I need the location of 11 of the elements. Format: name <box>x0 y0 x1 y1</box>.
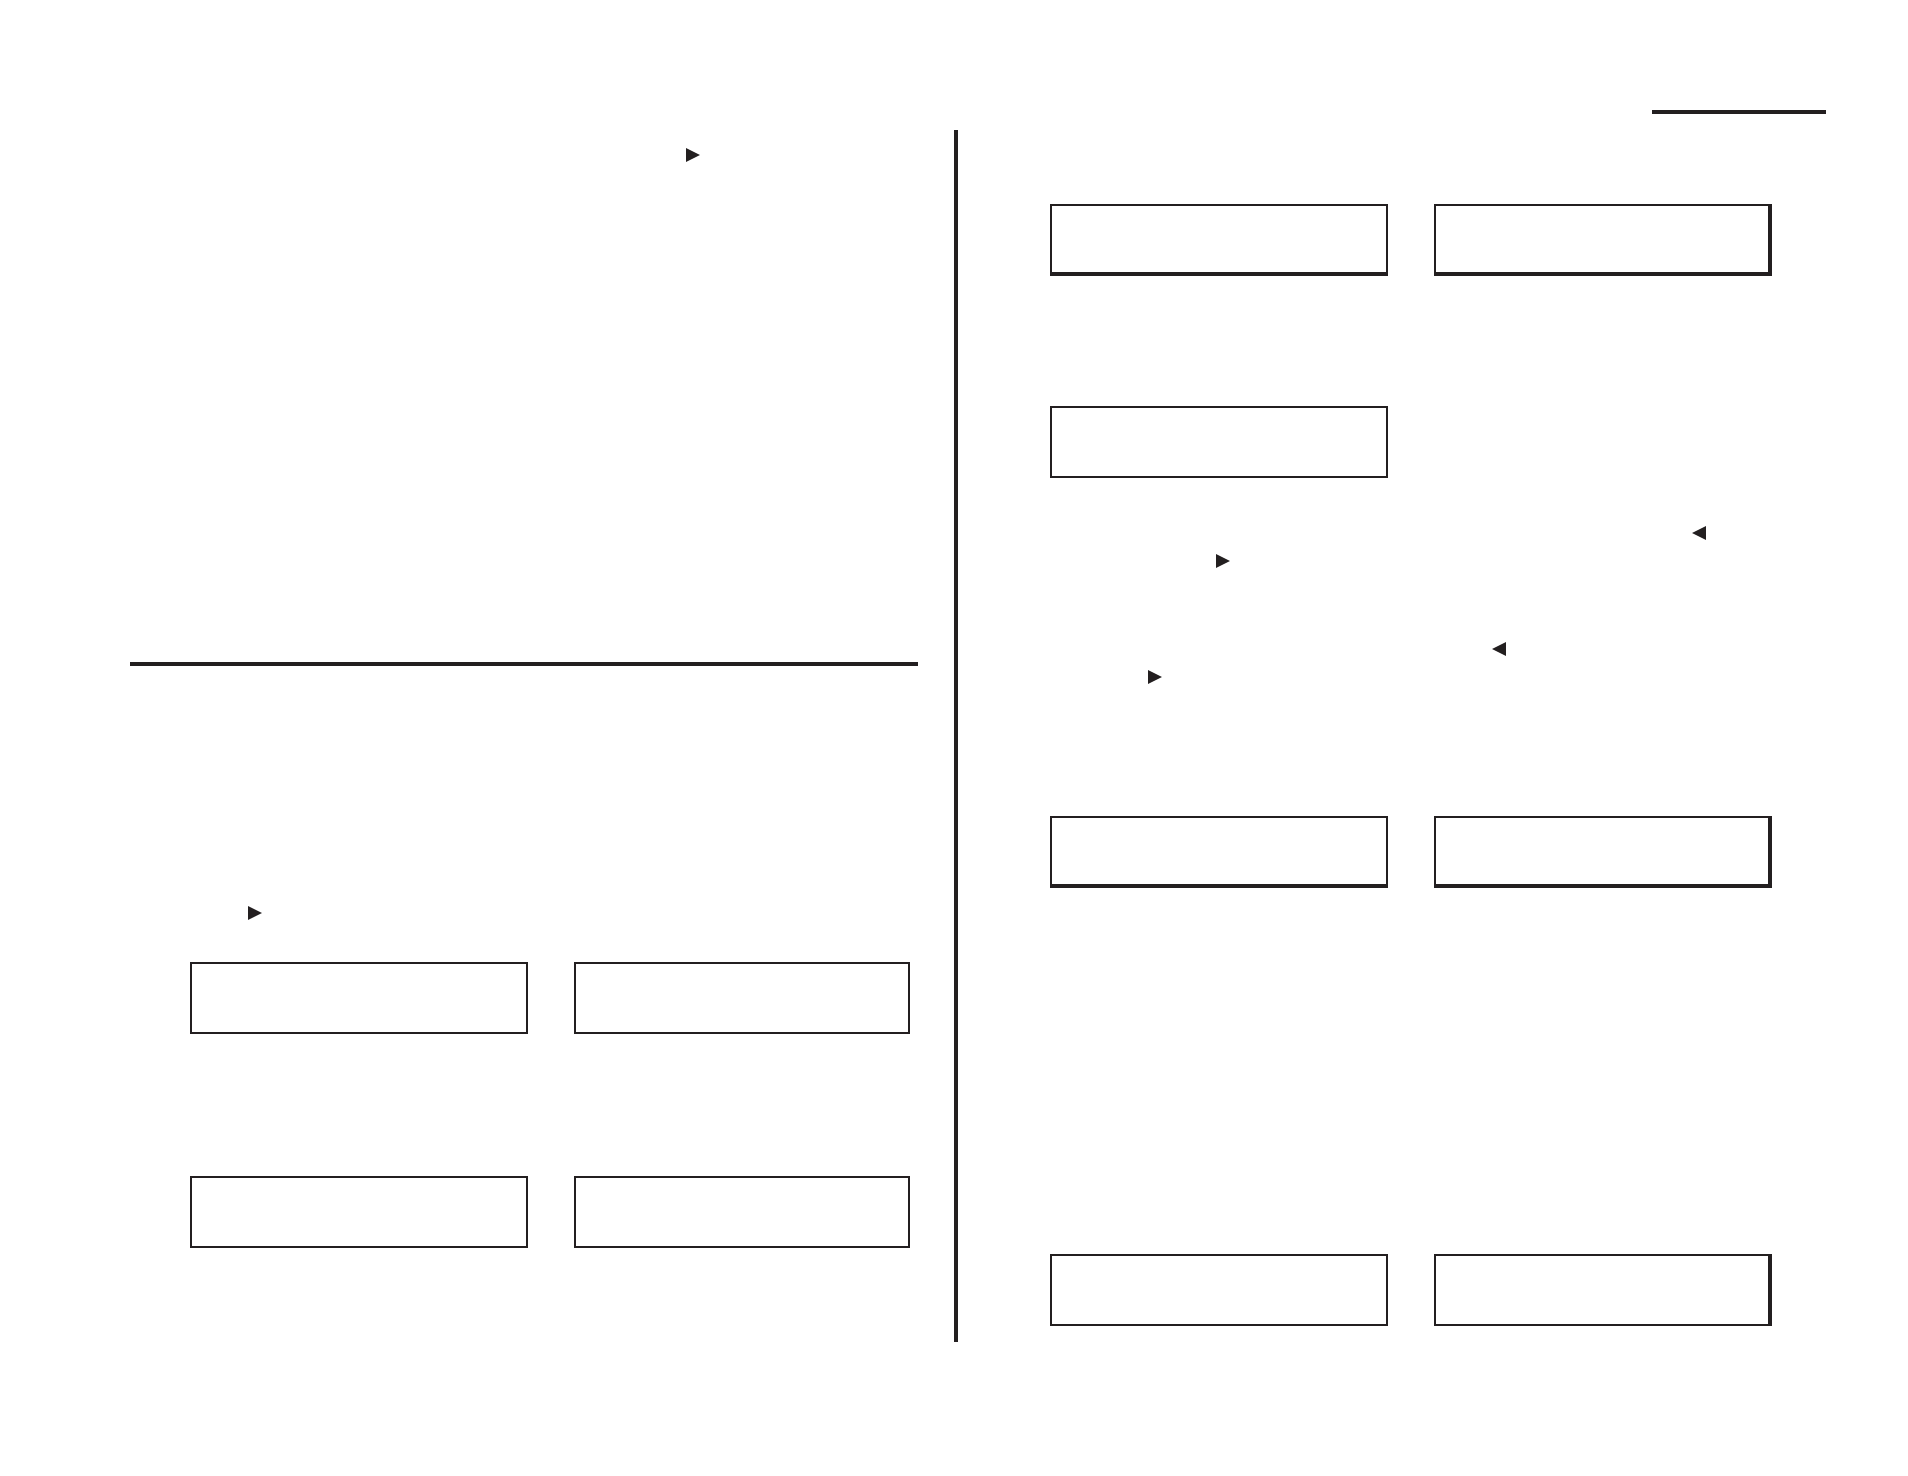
empty-box <box>1050 406 1388 478</box>
empty-box <box>574 1176 910 1248</box>
empty-box <box>1050 816 1388 888</box>
empty-box <box>1434 816 1772 888</box>
empty-box <box>574 962 910 1034</box>
empty-box <box>1434 204 1772 276</box>
empty-box <box>190 962 528 1034</box>
empty-box <box>1050 204 1388 276</box>
empty-box <box>1050 1254 1388 1326</box>
empty-box <box>1434 1254 1772 1326</box>
empty-box <box>190 1176 528 1248</box>
